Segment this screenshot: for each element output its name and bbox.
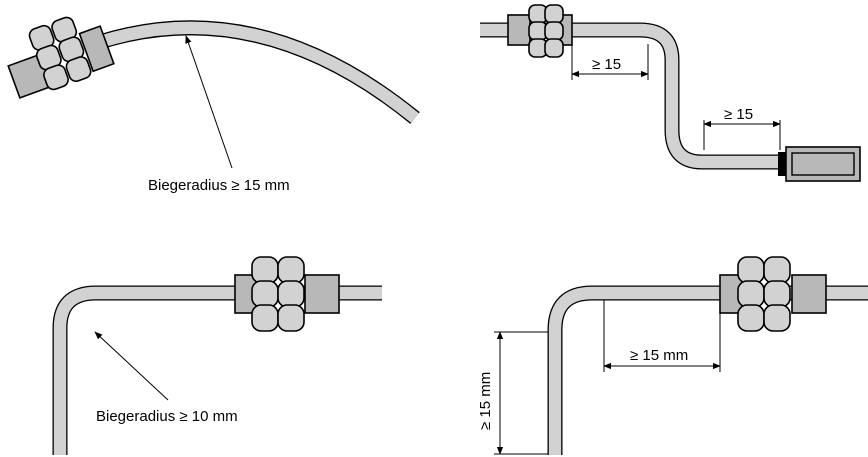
- sensor-housing: [785, 146, 861, 182]
- bend-radius-15-label: Biegeradius ≥ 15 mm: [148, 177, 290, 194]
- panel-bend-radius-10: Biegeradius ≥ 10 mm: [52, 256, 382, 455]
- distance-label-1: ≥ 15: [592, 56, 621, 73]
- sensor-collar: [78, 25, 115, 73]
- bend-radius-10-label: Biegeradius ≥ 10 mm: [96, 408, 238, 425]
- l-bent-cable: [547, 285, 868, 455]
- hex-nuts: [737, 256, 791, 332]
- dimension-vertical: ≥ 15 mm: [477, 331, 548, 455]
- distance-label-vertical: ≥ 15 mm: [477, 372, 494, 430]
- l-bent-cable: [52, 285, 382, 455]
- hex-nuts: [528, 4, 564, 58]
- sensor-connector: [778, 152, 786, 176]
- sensor-collar-right: [304, 274, 340, 314]
- dimension-horizontal: ≥ 15 mm: [603, 300, 721, 372]
- hex-nuts: [28, 16, 92, 91]
- sensor-housing-inner: [791, 152, 855, 176]
- sensor-head-tilted: [7, 16, 115, 99]
- curved-cable: [97, 20, 420, 124]
- panel-min-distance-15mm: ≥ 15 mm ≥ 15 mm: [477, 256, 868, 455]
- hex-nuts: [251, 256, 305, 332]
- sensor-collar-left: [507, 14, 531, 46]
- distance-label-horizontal: ≥ 15 mm: [630, 347, 688, 364]
- sensor-collar-right: [791, 274, 827, 314]
- dimension-top-1: ≥ 15: [571, 44, 649, 80]
- dimension-top-2: ≥ 15: [703, 106, 781, 150]
- radius-arrow: [185, 35, 233, 169]
- radius-arrow: [94, 331, 169, 401]
- distance-label-2: ≥ 15: [724, 106, 753, 123]
- panel-min-distance-15: ≥ 15 ≥ 15: [480, 4, 861, 182]
- panel-bend-radius-15: Biegeradius ≥ 15 mm: [7, 16, 420, 194]
- s-bent-cable: [480, 22, 785, 170]
